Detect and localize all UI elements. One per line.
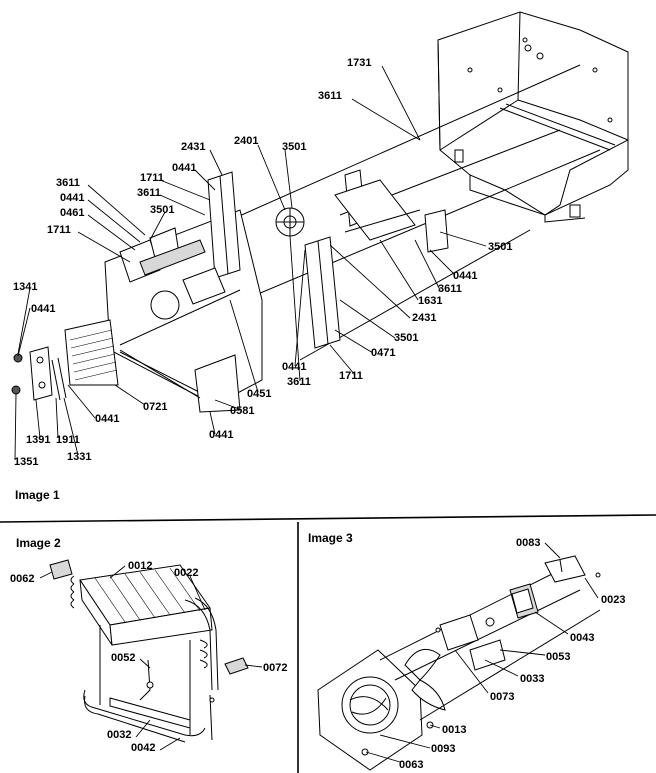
part-label: 0581	[230, 405, 254, 417]
image3-part-labels: 0083 0023 0043 0053 0033 0073 0013 0093 …	[399, 537, 625, 771]
part-label: 3611	[287, 376, 311, 388]
part-label: 0471	[371, 347, 395, 359]
part-label: 0022	[174, 567, 198, 579]
part-label: 0073	[490, 691, 514, 703]
part-label: 1351	[14, 456, 38, 468]
part-label: 0013	[442, 724, 466, 736]
part-label: 3501	[488, 241, 512, 253]
part-label: 3611	[318, 90, 342, 102]
part-label: 3501	[150, 204, 174, 216]
part-label: 1391	[26, 434, 50, 446]
part-label: 0441	[453, 270, 477, 282]
part-label: 0052	[111, 652, 135, 664]
part-label: 1711	[47, 224, 71, 236]
panel-divider-horizontal	[0, 514, 656, 523]
part-label: 0043	[570, 632, 594, 644]
image2-part-labels: 0062 0012 0022 0052 0072 0032 0042	[10, 560, 287, 754]
part-label: 3611	[438, 283, 462, 295]
part-label: 1631	[418, 295, 442, 307]
image1-title: Image 1	[15, 488, 60, 502]
part-label: 0032	[107, 729, 131, 741]
part-label: 0083	[516, 537, 540, 549]
part-label: 0023	[601, 594, 625, 606]
part-label: 0053	[546, 651, 570, 663]
part-label: 0441	[31, 303, 55, 315]
part-label: 0063	[399, 759, 423, 771]
image2-title: Image 2	[16, 536, 61, 550]
part-label: 3501	[394, 332, 418, 344]
image3-leaders	[365, 542, 599, 763]
part-label: 2401	[234, 135, 258, 147]
part-label: 3611	[137, 187, 161, 199]
image1-leaders	[14, 65, 487, 461]
image1-drawing	[11, 11, 629, 413]
part-label: 0012	[128, 560, 152, 572]
part-label: 0072	[263, 662, 287, 674]
image3-drawing	[317, 555, 601, 771]
image2-drawing	[49, 559, 249, 743]
part-label: 1711	[339, 370, 363, 382]
part-label: 0441	[60, 192, 84, 204]
part-label: 1341	[13, 281, 37, 293]
part-label: 0441	[209, 429, 233, 441]
image2-leaders	[39, 565, 263, 751]
part-label: 1911	[56, 434, 80, 446]
part-label: 1731	[347, 57, 371, 69]
part-label: 0042	[131, 742, 155, 754]
part-label: 0451	[247, 388, 271, 400]
part-label: 0441	[282, 361, 306, 373]
part-label: 0441	[95, 413, 119, 425]
part-label: 3501	[282, 141, 306, 153]
part-label: 2431	[181, 141, 205, 153]
part-label: 3611	[56, 177, 80, 189]
part-label: 0033	[520, 673, 544, 685]
part-label: 0461	[60, 207, 84, 219]
part-label: 0062	[10, 573, 34, 585]
part-label: 0441	[172, 162, 196, 174]
image3-title: Image 3	[308, 531, 353, 545]
part-label: 0721	[143, 401, 167, 413]
part-label: 0093	[431, 743, 455, 755]
part-label: 1711	[140, 172, 164, 184]
part-label: 1331	[67, 451, 91, 463]
image1-part-labels: 1731 3611 2401 3501 2431 0441 1711 3611 …	[13, 57, 512, 468]
part-label: 2431	[412, 312, 436, 324]
